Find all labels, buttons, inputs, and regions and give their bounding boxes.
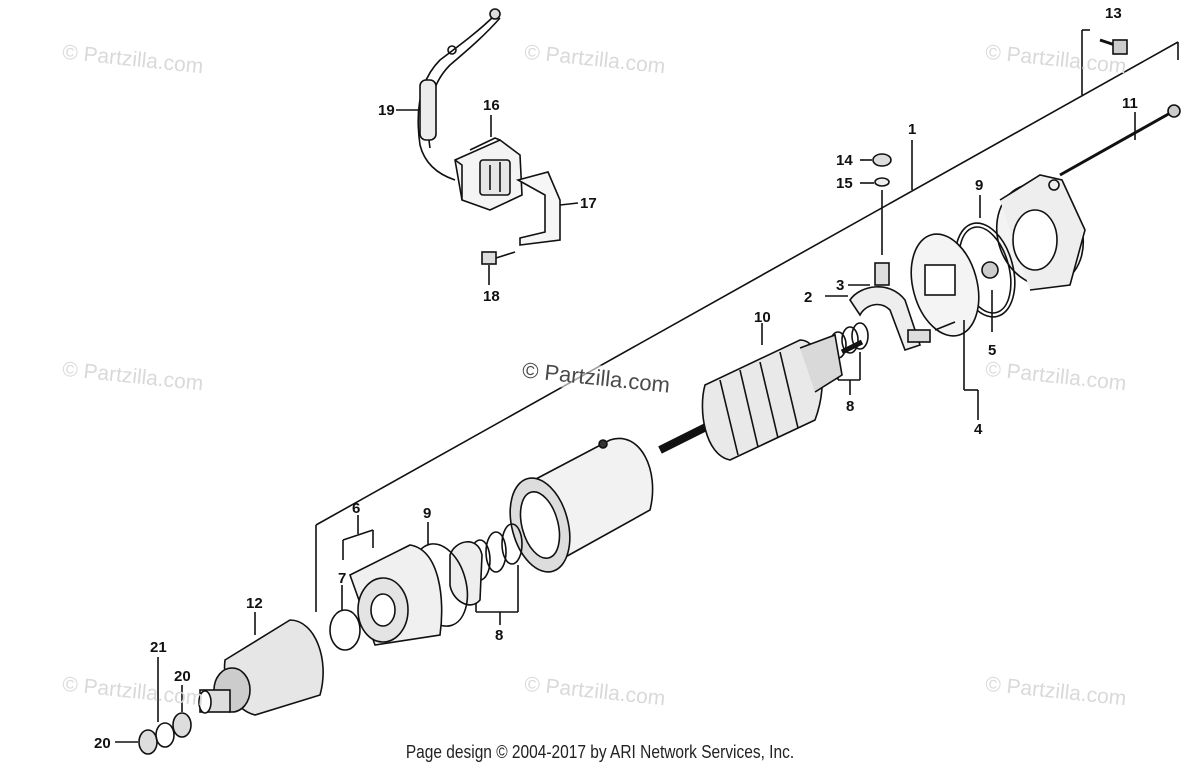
front-plate <box>449 541 483 606</box>
page-footer: Page design © 2004-2017 by ARI Network S… <box>405 742 795 762</box>
callout-16: 16 <box>483 97 500 114</box>
callout-10: 10 <box>754 309 771 326</box>
callout-5: 5 <box>988 342 996 359</box>
callout-4: 4 <box>974 421 983 438</box>
callout-20-left: 20 <box>94 735 111 752</box>
callout-9-front: 9 <box>423 505 431 522</box>
washers-upper <box>829 322 869 395</box>
callout-15: 15 <box>836 175 853 192</box>
callout-9-rear: 9 <box>975 177 983 194</box>
callout-12: 12 <box>246 595 263 612</box>
callout-14: 14 <box>836 152 853 169</box>
bracket-bolt <box>481 251 516 285</box>
wiring-harness <box>417 8 501 181</box>
callout-20-right: 20 <box>174 668 191 685</box>
relay-bracket <box>515 171 579 246</box>
callout-8-upper: 8 <box>846 398 854 415</box>
armature <box>658 323 864 461</box>
assembly-bracket-line <box>315 41 1179 526</box>
brush-holder <box>849 262 956 352</box>
callout-2: 2 <box>804 289 812 306</box>
callout-19: 19 <box>378 102 395 119</box>
callout-11: 11 <box>1122 95 1138 112</box>
callout-8-lower: 8 <box>495 627 503 644</box>
motor-housing <box>509 437 654 573</box>
starter-relay <box>454 137 523 211</box>
callout-13: 13 <box>1105 5 1122 22</box>
callout-18: 18 <box>483 288 500 305</box>
brush-plate <box>910 233 999 420</box>
rear-end-cover <box>995 174 1086 291</box>
starter-clutch <box>198 612 324 716</box>
washer-15 <box>874 177 890 187</box>
bolt-13 <box>1081 29 1128 95</box>
front-housing <box>315 515 443 646</box>
callout-3: 3 <box>836 277 844 294</box>
callout-7: 7 <box>338 570 346 587</box>
o-ring-7 <box>329 609 361 651</box>
washer-20-right <box>172 712 192 738</box>
callout-1: 1 <box>908 121 916 138</box>
callout-6: 6 <box>352 500 360 517</box>
callout-21: 21 <box>150 639 167 656</box>
through-bolt <box>1059 104 1181 177</box>
nut-14 <box>872 153 892 167</box>
callout-17: 17 <box>580 195 597 212</box>
washer-21 <box>155 722 175 748</box>
